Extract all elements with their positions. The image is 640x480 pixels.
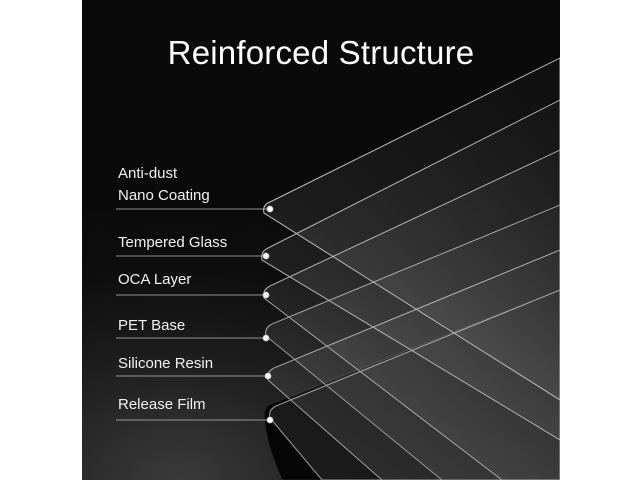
label-line: Release Film: [118, 396, 206, 413]
product-infographic: Reinforced Structure Anti-dust Nano Coat…: [82, 0, 560, 480]
leader-dot-silicone: [264, 372, 272, 380]
label-tempered-glass: Tempered Glass: [118, 232, 227, 254]
label-release-film: Release Film: [118, 394, 206, 416]
page-title: Reinforced Structure: [167, 34, 475, 71]
label-line: OCA Layer: [118, 271, 192, 288]
label-line: Nano Coating: [118, 187, 210, 204]
leader-dot-pet: [262, 334, 270, 342]
leader-dot-tempered-glass: [262, 252, 270, 260]
leader-dot-oca: [262, 291, 270, 299]
label-line: Tempered Glass: [118, 234, 228, 251]
layer-stack-illustration: [116, 57, 560, 480]
label-line: Anti-dust: [118, 165, 178, 182]
leader-dot-release: [266, 416, 274, 424]
label-pet-base: PET Base: [118, 315, 185, 337]
label-oca-layer: OCA Layer: [118, 269, 191, 291]
leader-dot-anti-dust: [266, 205, 274, 213]
anti-dust-coating-sheet: [263, 57, 560, 401]
label-silicone-resin: Silicone Resin: [118, 353, 213, 375]
label-line: Silicone Resin: [118, 355, 214, 372]
label-line: PET Base: [118, 317, 186, 334]
label-anti-dust-nano-coating: Anti-dust Nano Coating: [118, 163, 210, 207]
